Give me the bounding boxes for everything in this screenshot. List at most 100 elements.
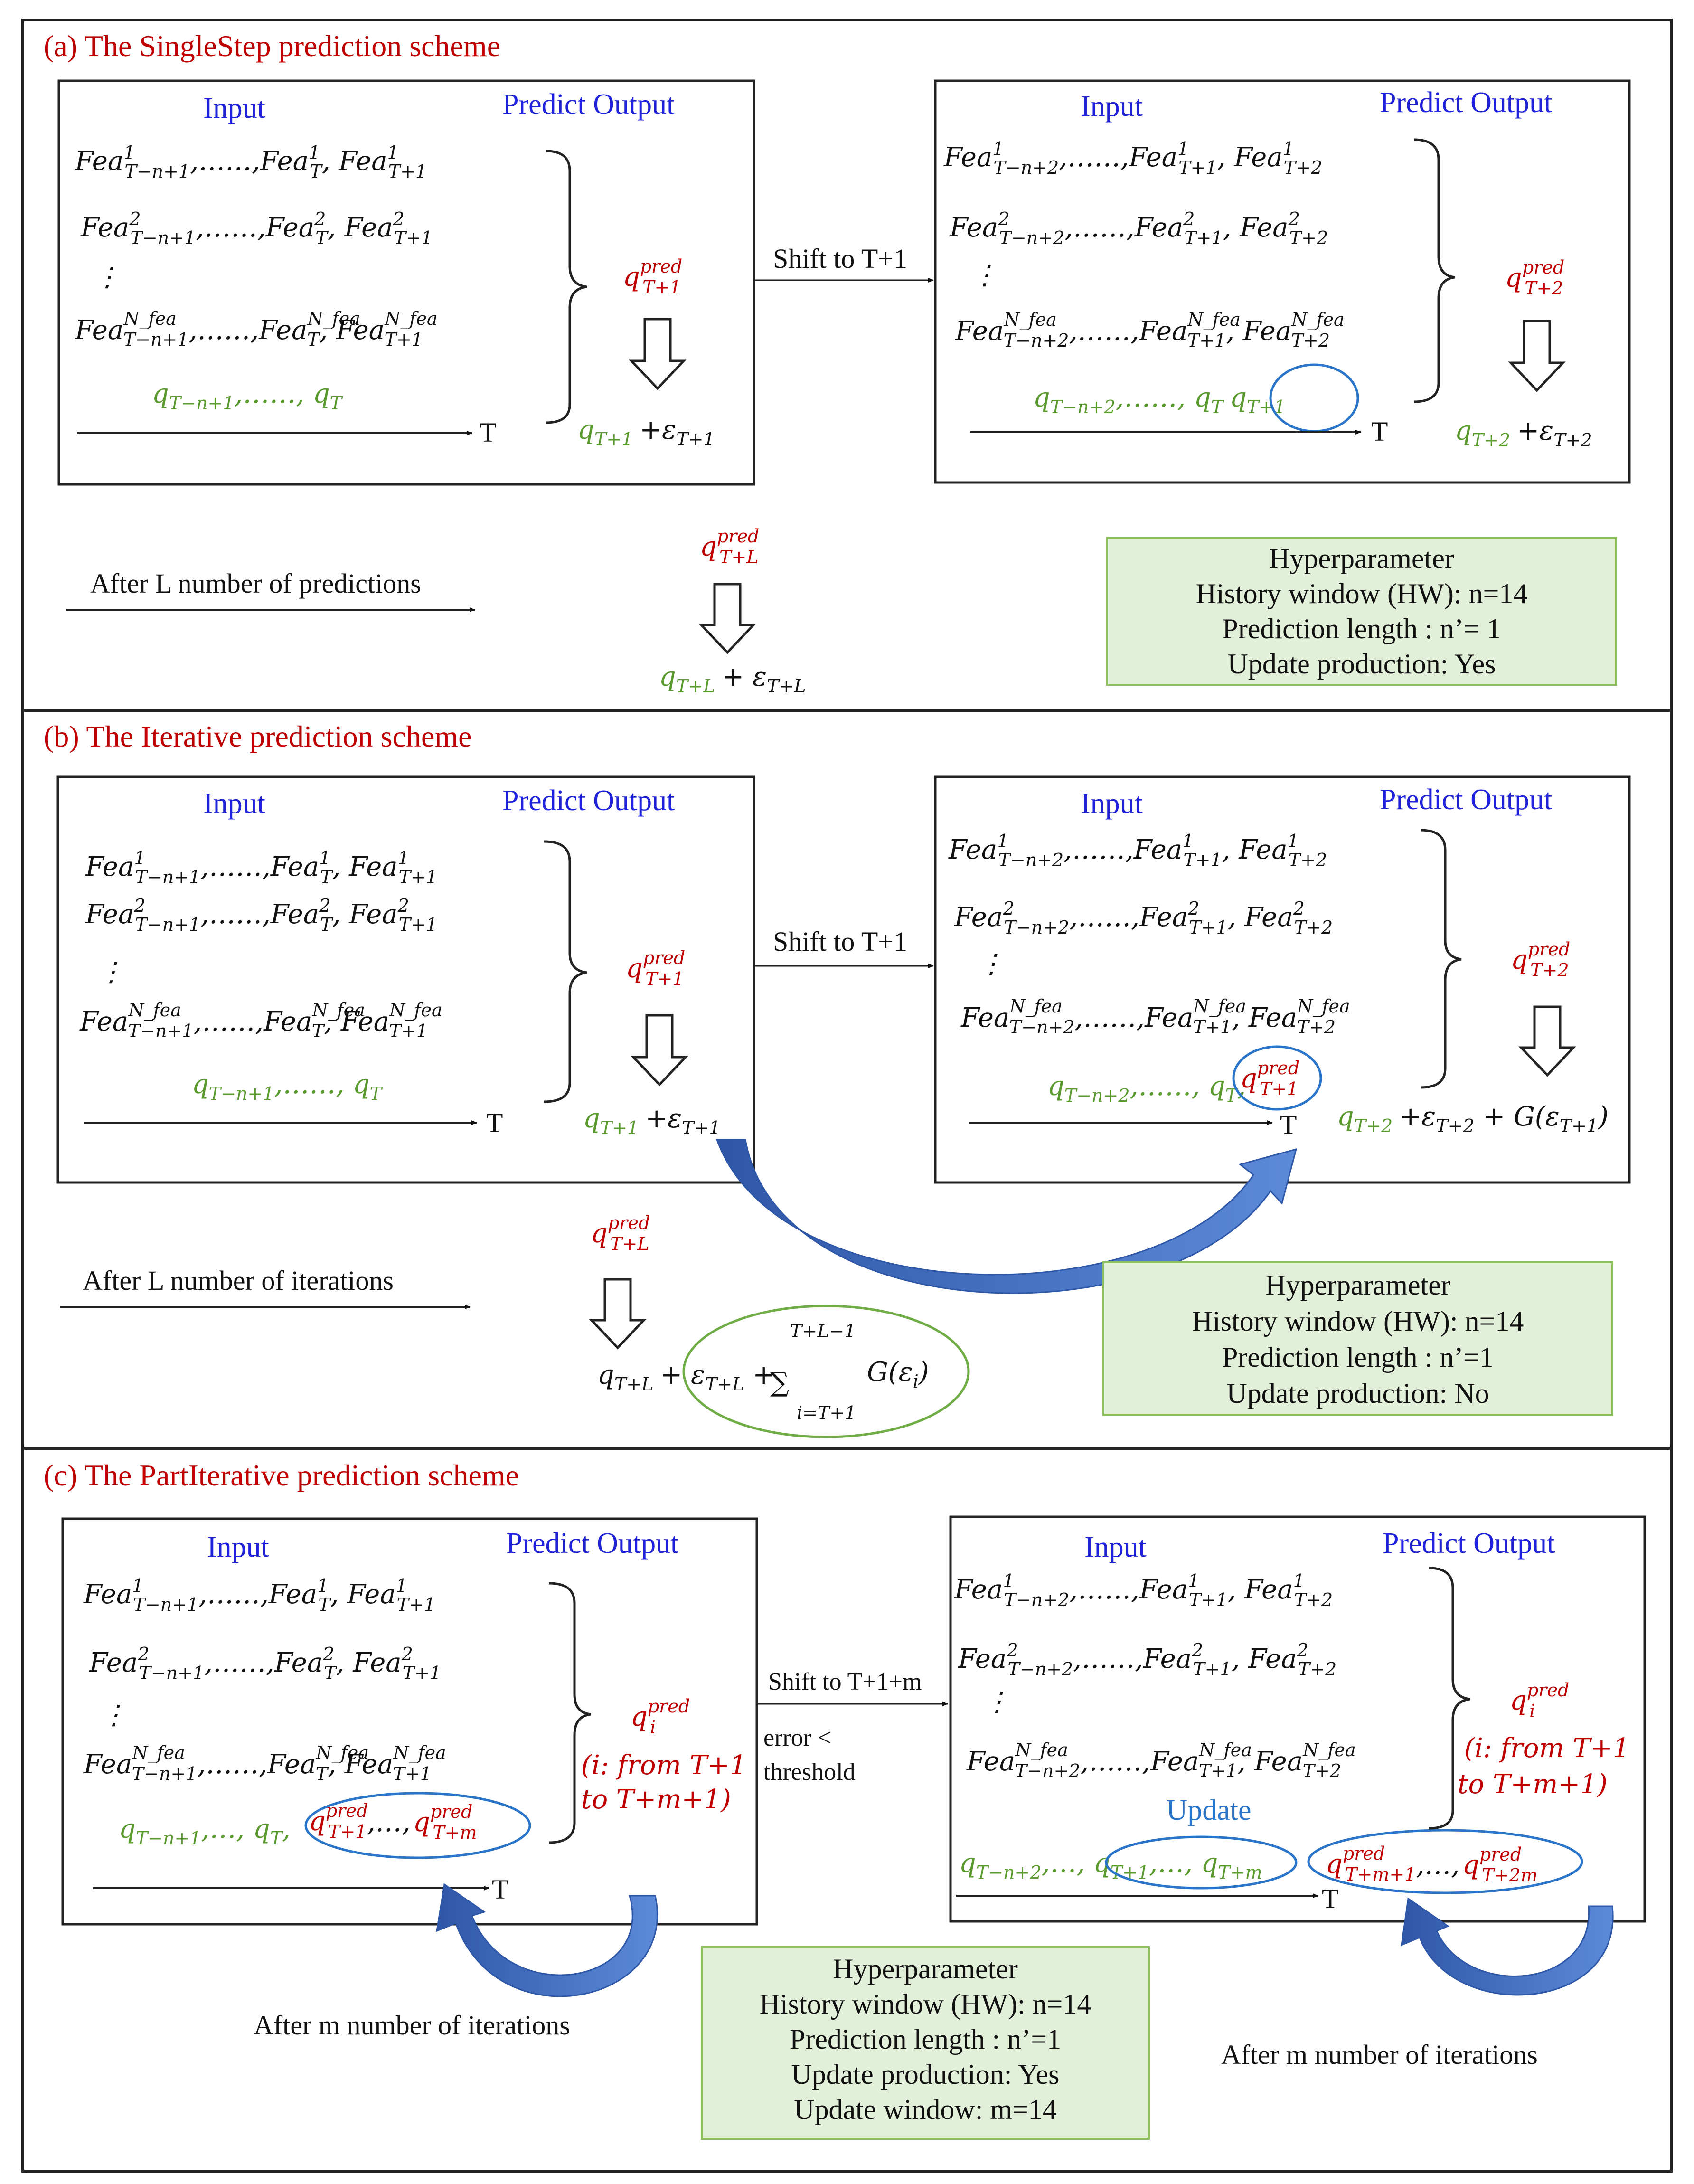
hyperparameter-box xyxy=(1106,537,1617,686)
hyper-title: Hyperparameter xyxy=(833,1953,1018,1985)
bracket xyxy=(546,150,587,424)
time-label: T xyxy=(1280,1109,1297,1140)
after-label: After L number of predictions xyxy=(90,568,421,599)
iteration-feedback-arrow xyxy=(436,1883,658,1997)
error-label: error < xyxy=(763,1724,831,1751)
range-line2: to T+m+1) xyxy=(581,1784,731,1815)
svg-text:⋮: ⋮ xyxy=(984,1686,1010,1717)
panel-b-left-box xyxy=(56,775,755,1184)
down-arrow xyxy=(629,318,687,390)
input-label: Input xyxy=(207,1531,269,1563)
hyperparameter-box xyxy=(1102,1261,1613,1416)
panel-c-left-box xyxy=(61,1517,758,1926)
hyper-title: Hyperparameter xyxy=(1269,543,1454,574)
time-label: T xyxy=(480,417,496,448)
error-term: G(εi) xyxy=(867,1357,929,1392)
time-label: T xyxy=(1322,1883,1338,1914)
accumulated-output: qT+L+ εT+L + xyxy=(597,1360,775,1395)
bracket xyxy=(1429,1567,1470,1830)
after-label: After m number of iterations xyxy=(1221,2039,1538,2070)
panel-c-title: (c) The PartIterative prediction scheme xyxy=(44,1458,519,1492)
panel-b: (b) The Iterative prediction scheme Inpu… xyxy=(44,719,1631,1438)
bracket xyxy=(548,1582,591,1844)
down-arrow xyxy=(589,1278,647,1350)
sum-lower-limit: i=T+1 xyxy=(797,1402,856,1423)
predicted-value-circle xyxy=(1232,1045,1322,1111)
down-arrow xyxy=(1518,1005,1576,1077)
outer-frame xyxy=(21,19,1673,2173)
input-label: Input xyxy=(1081,90,1143,123)
svg-text:qT−n+2,…, qT+1,…, qT+m: qT−n+2,…, qT+1,…, qT+m xyxy=(959,1848,1262,1883)
svg-text:⋮: ⋮ xyxy=(978,948,1005,979)
iteration-feedback-arrow xyxy=(715,1139,1298,1294)
input-label: Input xyxy=(203,787,265,820)
predict-output-label: Predict Output xyxy=(1383,1527,1555,1560)
hyper-prediction-length: Prediction length : n’=1 xyxy=(1222,1342,1494,1373)
predict-output-label: Predict Output xyxy=(506,1527,678,1560)
bracket xyxy=(544,840,587,1103)
predict-output-label: Predict Output xyxy=(1380,784,1552,816)
time-label: T xyxy=(486,1107,503,1138)
bracket xyxy=(1413,138,1455,403)
after-label: After L number of iterations xyxy=(83,1265,394,1296)
after-label: After m number of iterations xyxy=(254,2010,570,2041)
predict-output-label: Predict Output xyxy=(502,88,675,121)
time-label: T xyxy=(492,1874,508,1905)
output-value: qT+2+εT+2 xyxy=(1455,416,1592,451)
svg-text:qT−n+1,……, qT: qT−n+1,……, qT xyxy=(152,378,343,414)
panel-a: (a) The SingleStep prediction scheme Inp… xyxy=(44,29,1631,697)
panel-c: (c) The PartIterative prediction scheme … xyxy=(44,1458,1646,2140)
range-line1: (i: from T+1 xyxy=(1464,1733,1629,1764)
hyper-history-window: History window (HW): n=14 xyxy=(1196,578,1528,609)
svg-text:qT−n+2,……, qT,: qT−n+2,……, qT, xyxy=(1047,1071,1246,1106)
down-arrow xyxy=(631,1014,688,1087)
panel-a-right-box xyxy=(934,79,1631,484)
svg-text:⋮: ⋮ xyxy=(98,957,124,988)
svg-text:⋮: ⋮ xyxy=(971,260,998,291)
range-line1: (i: from T+1 xyxy=(581,1750,746,1781)
svg-text:⋮: ⋮ xyxy=(101,1700,127,1730)
input-label: Input xyxy=(1081,787,1143,820)
accumulated-error-ellipse xyxy=(682,1305,970,1438)
updated-window-circle xyxy=(1105,1835,1298,1890)
svg-text:qT−n+1,…, qT,: qT−n+1,…, qT, xyxy=(119,1814,291,1849)
svg-text:⋮: ⋮ xyxy=(94,262,121,293)
panel-a-left-box xyxy=(57,79,755,486)
iteration-feedback-arrow xyxy=(1401,1897,1614,1996)
predicted-window-circle xyxy=(304,1792,531,1859)
output-value-final: qT+L+ εT+L xyxy=(659,662,806,697)
predict-output-label: Predict Output xyxy=(502,785,675,817)
sum-upper-limit: T+L−1 xyxy=(790,1321,856,1342)
input-label: Input xyxy=(203,92,265,124)
panel-a-title: (a) The SingleStep prediction scheme xyxy=(44,29,500,63)
hyper-update-production: Update production: Yes xyxy=(1228,648,1496,680)
